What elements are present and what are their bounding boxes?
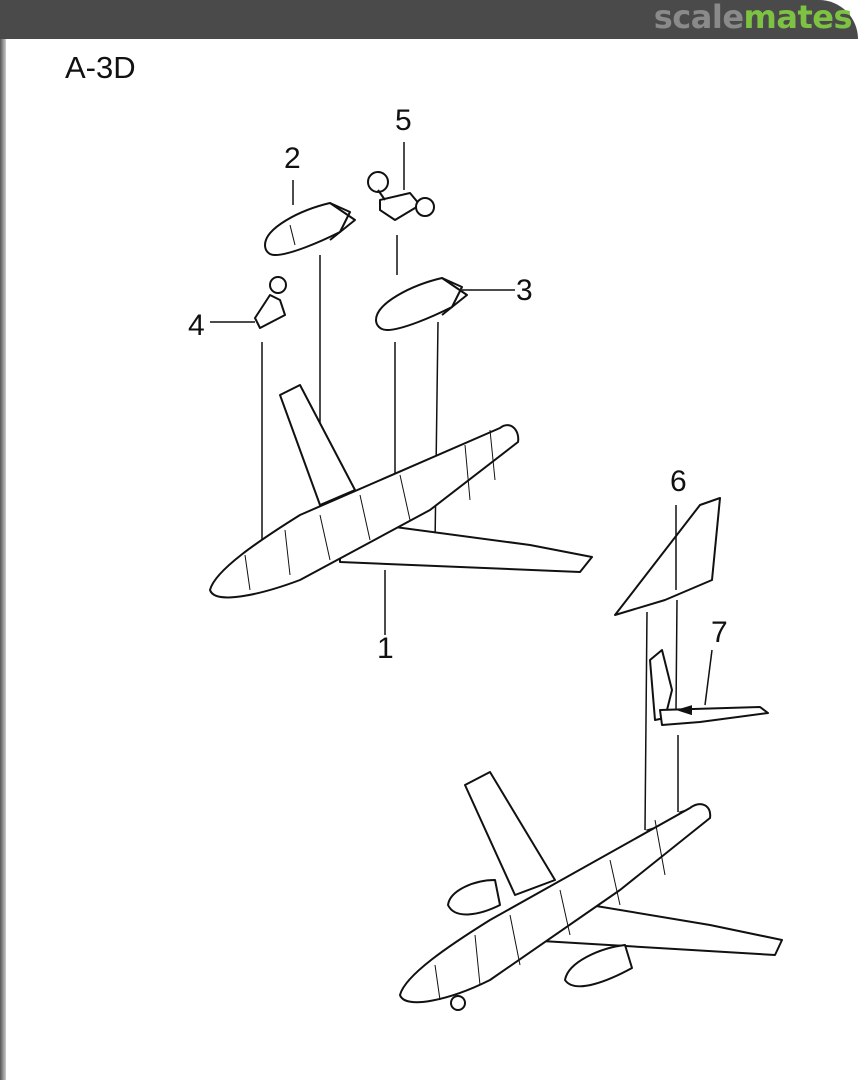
part-1-fuselage (209, 384, 593, 635)
part-4-seat (210, 276, 287, 329)
scan-edge (0, 39, 6, 1080)
part-6-tail-fin (614, 497, 721, 616)
watermark-bar: scalemates (0, 0, 858, 39)
page-title: A-3D (65, 50, 136, 85)
callout-5: 5 (395, 104, 412, 137)
callout-2: 2 (284, 142, 301, 175)
callout-3: 3 (516, 274, 533, 307)
part-7-tailplane (649, 649, 769, 726)
part-5-gear (367, 171, 435, 221)
scalemates-logo: scalemates (653, 0, 853, 36)
part-3-engine-pod (375, 277, 515, 331)
callout-4: 4 (188, 309, 205, 342)
callout-1: 1 (377, 632, 394, 665)
part-2-engine-pod (264, 202, 356, 256)
callout-6: 6 (670, 465, 687, 498)
assembled-aircraft (399, 771, 783, 1011)
callout-7: 7 (711, 616, 728, 649)
